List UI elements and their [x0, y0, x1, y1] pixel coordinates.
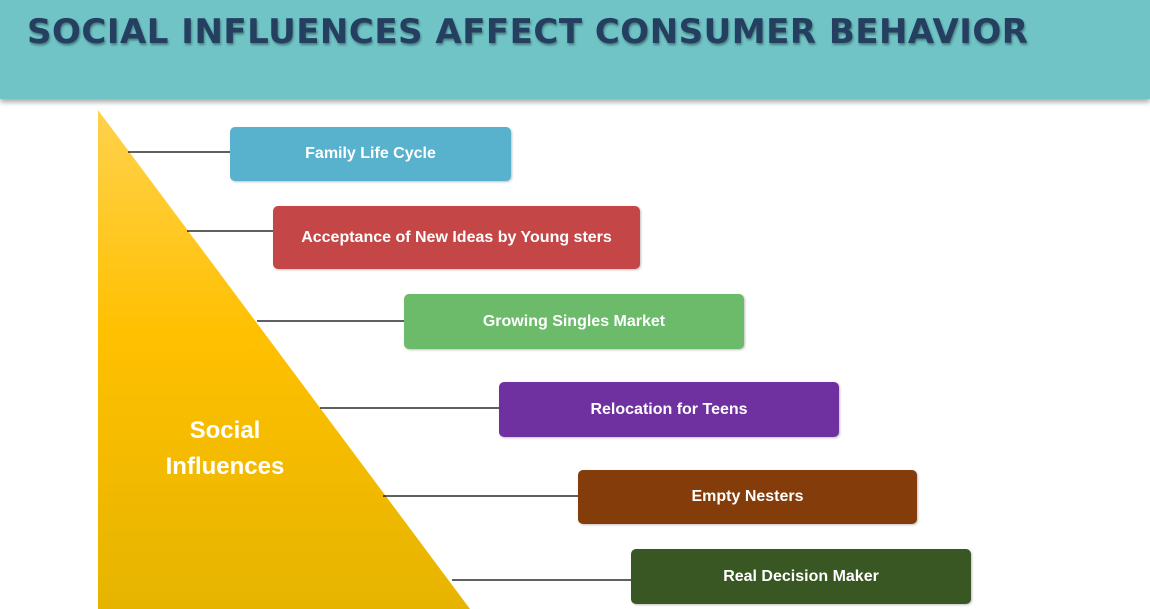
empty-nesters-box: Empty Nesters: [578, 470, 917, 524]
acceptance-of-new-ideas-box: Acceptance of New Ideas by Young sters: [273, 206, 640, 269]
title-band: SOCIAL INFLUENCES AFFECT CONSUMER BEHAVI…: [0, 0, 1150, 99]
relocation-for-teens-box: Relocation for Teens: [499, 382, 839, 437]
social-influences-label: Social Influences: [165, 417, 285, 480]
social-influences-triangle: [98, 110, 470, 609]
growing-singles-market-box: Growing Singles Market: [404, 294, 744, 349]
real-decision-maker-box: Real Decision Maker: [631, 549, 971, 604]
slide-title: SOCIAL INFLUENCES AFFECT CONSUMER BEHAVI…: [27, 12, 1029, 52]
family-life-cycle-box: Family Life Cycle: [230, 127, 511, 181]
